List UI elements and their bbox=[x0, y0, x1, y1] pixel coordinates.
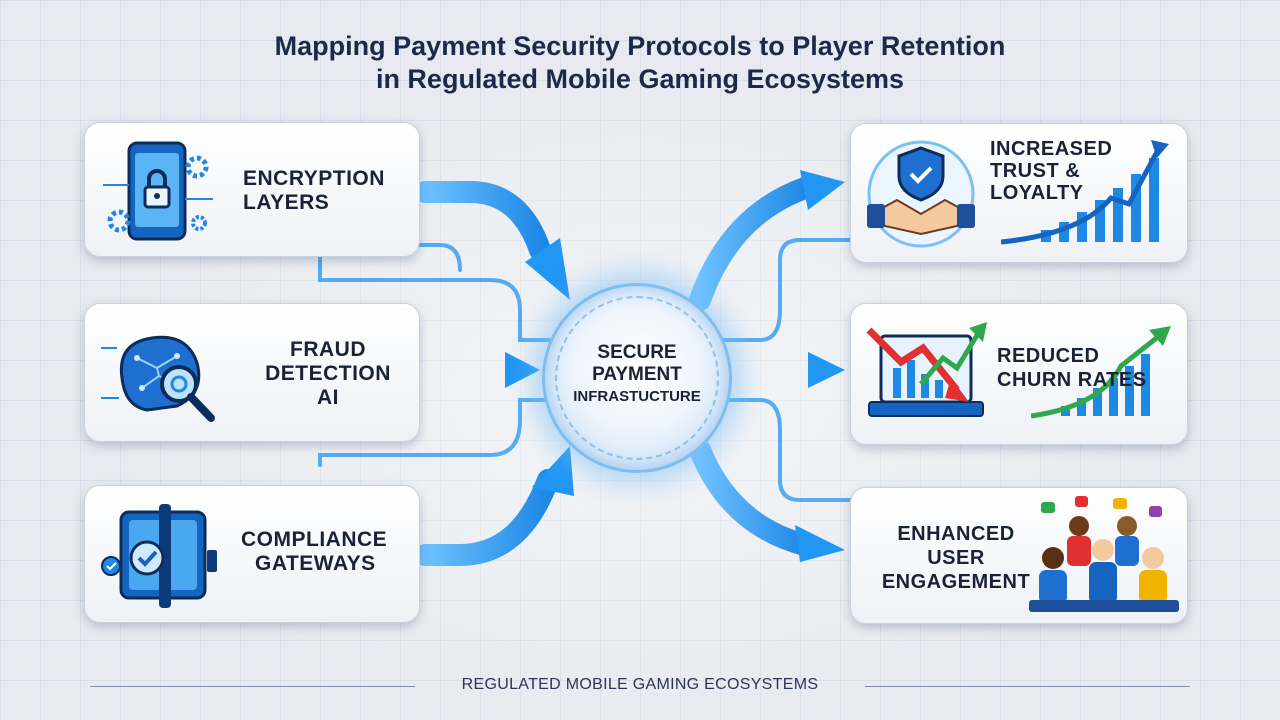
page-title: Mapping Payment Security Protocols to Pl… bbox=[0, 30, 1280, 96]
card-encryption-layers-label: Encryption Layers bbox=[243, 167, 385, 214]
card-compliance-gateways-label: Compliance Gateways bbox=[241, 528, 388, 575]
card-reduced-churn: Reduced Churn Rates bbox=[850, 303, 1188, 445]
card-fraud-detection-ai: Fraud Detection AI bbox=[84, 303, 420, 442]
rising-bars-icon bbox=[1001, 140, 1169, 245]
growth-bars-icon bbox=[1031, 326, 1171, 419]
card-fraud-detection-label: Fraud Detection AI bbox=[265, 338, 391, 409]
handshake-shield-icon bbox=[867, 140, 975, 248]
footer-text: REGULATED MOBILE GAMING ECOSYSTEMS bbox=[461, 676, 819, 693]
thick-arrows bbox=[414, 177, 819, 566]
laptop-trend-icon bbox=[866, 322, 987, 417]
footer-caption: REGULATED MOBILE GAMING ECOSYSTEMS bbox=[90, 676, 1190, 694]
title-line-2: in Regulated Mobile Gaming Ecosystems bbox=[375, 64, 905, 94]
title-line-1: Mapping Payment Security Protocols to Pl… bbox=[274, 31, 1006, 61]
brain-magnifier-icon bbox=[101, 335, 215, 422]
card-increased-trust: Increased Trust & Loyalty bbox=[850, 123, 1188, 263]
thin-connectors bbox=[318, 238, 852, 502]
card-reduced-churn-label: Reduced Churn Rates bbox=[997, 345, 1147, 391]
card-enhanced-engagement-label: Enhanced User Engagement bbox=[881, 523, 1031, 593]
card-enhanced-engagement: Enhanced User Engagement bbox=[850, 487, 1188, 624]
card-increased-trust-label: Increased Trust & Loyalty bbox=[990, 138, 1113, 204]
footer-rule-left bbox=[90, 686, 415, 687]
gateway-check-icon bbox=[101, 504, 217, 608]
footer-rule-right bbox=[865, 686, 1190, 687]
card-compliance-gateways: Compliance Gateways bbox=[84, 485, 420, 623]
gamers-group-icon bbox=[1029, 496, 1179, 612]
arrow-heads bbox=[505, 170, 845, 562]
card-encryption-layers: Encryption Layers bbox=[84, 122, 420, 257]
secure-payment-hub: Secure Payment Infrastucture bbox=[542, 283, 732, 473]
phone-lock-icon bbox=[103, 141, 213, 241]
hub-label: Secure Payment Infrastucture bbox=[573, 342, 701, 405]
